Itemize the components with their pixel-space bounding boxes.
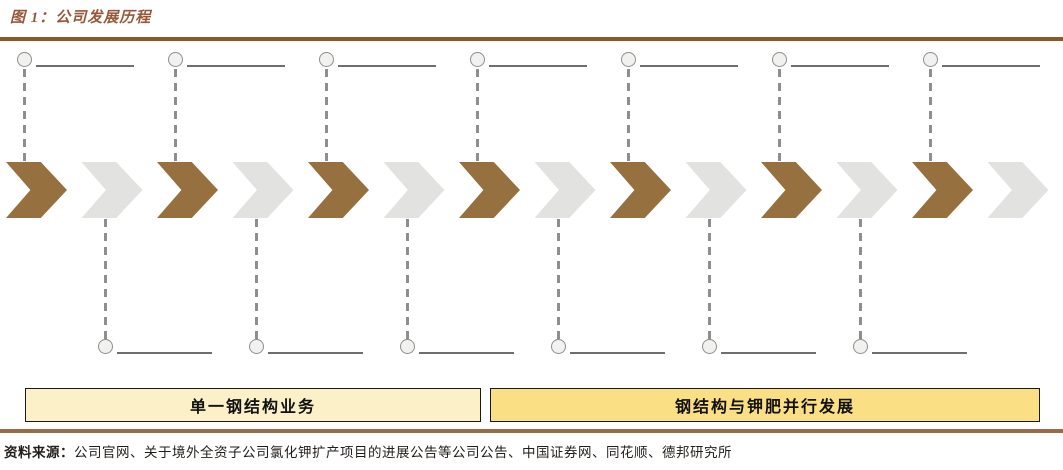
chevron-brown (912, 162, 973, 218)
milestone-label-line-top (640, 65, 738, 67)
milestone-dot-top (167, 52, 183, 67)
milestone-label-line-top (338, 65, 436, 67)
milestone-dot-top (318, 52, 334, 67)
milestone-label-line-bottom (116, 352, 212, 354)
milestone-connector-top (173, 69, 177, 162)
milestone-label-line-bottom (418, 352, 514, 354)
milestone-label-line-top (942, 65, 1040, 67)
chevron-brown (610, 162, 671, 218)
milestone-connector-bottom (708, 219, 711, 339)
milestone-connector-top (324, 69, 328, 162)
milestone-label-line-bottom (569, 352, 665, 354)
phase-bar-label: 钢结构与钾肥并行发展 (674, 399, 855, 416)
milestone-connector-top (777, 69, 781, 162)
milestone-connector-bottom (104, 219, 107, 339)
chevron-gray (534, 162, 596, 218)
milestone-dot-top (16, 52, 32, 67)
chevron-gray (81, 162, 143, 218)
milestone-label-line-top (36, 65, 134, 67)
chevron-brown (459, 162, 520, 218)
figure-title: 图 1：公司发展历程 (10, 10, 152, 26)
milestone-connector-top (22, 69, 26, 162)
chevron-gray (685, 162, 747, 218)
bottom-divider (0, 429, 1063, 433)
phase-bar-label: 单一钢结构业务 (189, 399, 316, 416)
source-label: 资料来源： (4, 445, 74, 460)
chevron-brown (6, 162, 67, 218)
milestone-connector-bottom (255, 219, 258, 339)
chevron-gray (232, 162, 294, 218)
milestone-dot-bottom (702, 339, 717, 354)
milestone-dot-bottom (249, 339, 264, 354)
milestone-label-line-bottom (720, 352, 816, 354)
title-divider (0, 37, 1063, 41)
milestone-connector-bottom (557, 219, 560, 339)
milestone-dot-bottom (551, 339, 566, 354)
milestone-label-line-top (489, 65, 587, 67)
chevron-gray (987, 162, 1049, 218)
chevron-gray (383, 162, 445, 218)
source-text: 公司官网、关于境外全资子公司氯化钾扩产项目的进展公告等公司公告、中国证券网、同花… (74, 445, 732, 460)
milestone-connector-top (928, 69, 932, 162)
phase-bar-steel-only: 单一钢结构业务 (25, 388, 481, 422)
milestone-connector-bottom (859, 219, 862, 339)
milestone-dot-top (469, 52, 485, 67)
milestone-connector-top (626, 69, 630, 162)
chevron-gray (836, 162, 898, 218)
milestone-connector-top (475, 69, 479, 162)
chevron-brown (157, 162, 218, 218)
milestone-label-line-top (187, 65, 285, 67)
phase-bar-steel-potash: 钢结构与钾肥并行发展 (490, 388, 1040, 422)
milestone-label-line-top (791, 65, 889, 67)
chevron-brown (308, 162, 369, 218)
milestone-dot-bottom (853, 339, 868, 354)
milestone-label-line-bottom (871, 352, 967, 354)
chevron-brown (761, 162, 822, 218)
milestone-dot-top (620, 52, 636, 67)
milestone-dot-top (771, 52, 787, 67)
milestone-dot-bottom (400, 339, 415, 354)
milestone-connector-bottom (406, 219, 409, 339)
milestone-dot-top (922, 52, 938, 67)
source-note: 资料来源：公司官网、关于境外全资子公司氯化钾扩产项目的进展公告等公司公告、中国证… (4, 441, 1054, 461)
milestone-label-line-bottom (267, 352, 363, 354)
milestone-dot-bottom (98, 339, 113, 354)
